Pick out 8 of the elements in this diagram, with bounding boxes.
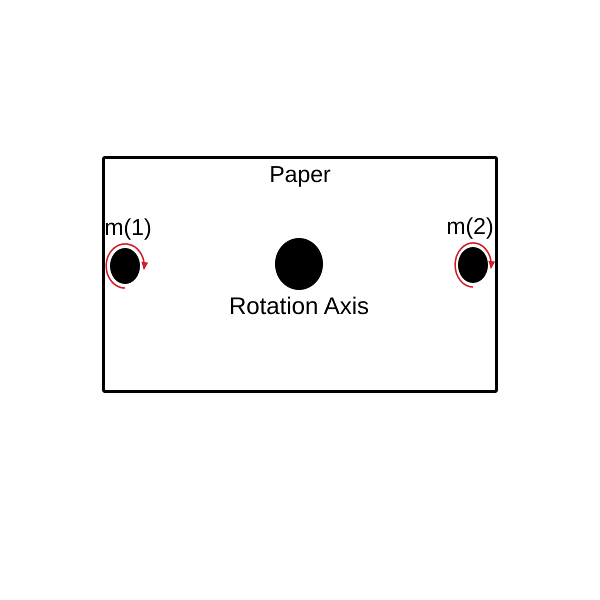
mass-dot xyxy=(110,248,140,284)
paper-sheet xyxy=(102,156,498,393)
mass-label: m(2) xyxy=(446,213,494,241)
mass-label: m(1) xyxy=(104,214,152,242)
axis-label: Rotation Axis xyxy=(228,293,370,322)
axis-dot xyxy=(275,238,323,290)
mass-dot xyxy=(458,247,488,283)
paper-title: Paper xyxy=(269,161,331,189)
